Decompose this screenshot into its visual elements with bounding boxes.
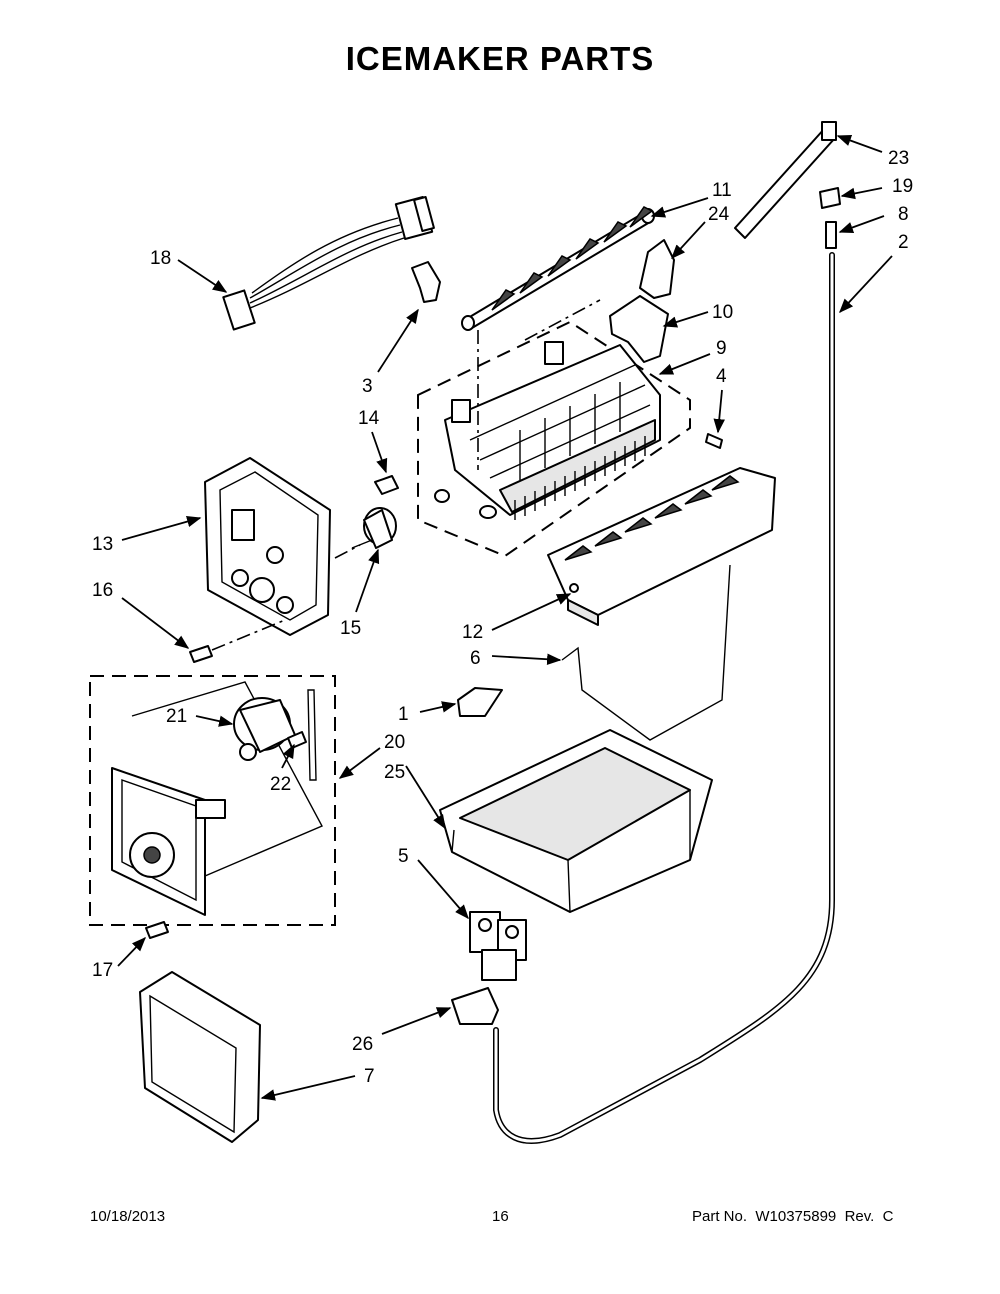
tube-insert (825, 221, 837, 249)
callout-11: 11 (712, 180, 732, 201)
thermostat (351, 507, 397, 549)
footer-date: 10/18/2013 (90, 1208, 166, 1225)
alignment-line (211, 619, 286, 651)
callout-19: 19 (892, 176, 913, 197)
leader-lines (117, 135, 893, 1101)
mold-assembly-boundary (417, 320, 691, 558)
callout-23: 23 (888, 148, 909, 169)
ice-mold (434, 341, 661, 520)
callout-17: 17 (92, 960, 113, 981)
alignment-line (524, 299, 601, 341)
callout-13: 13 (92, 534, 113, 555)
valve-bracket (451, 987, 499, 1025)
wire-harness (222, 195, 435, 331)
harness-clip (411, 261, 441, 303)
callout-18: 18 (150, 248, 171, 269)
callout-1: 1 (398, 704, 409, 725)
control-housing (204, 457, 331, 636)
callout-7: 7 (364, 1066, 375, 1087)
callout-20: 20 (384, 732, 405, 753)
mounting-bracket (609, 295, 669, 363)
alignment-line (334, 544, 361, 559)
callout-25: 25 (384, 762, 405, 783)
callout-4: 4 (716, 366, 727, 387)
page-title: ICEMAKER PARTS (345, 40, 655, 77)
water-valve (469, 911, 527, 981)
callout-6: 6 (470, 648, 481, 669)
mold-screw (705, 433, 723, 449)
thermostat-clip (374, 475, 399, 495)
callout-8: 8 (898, 204, 909, 225)
housing-screw (189, 645, 213, 663)
footer-part-number: Part No. W10375899 Rev. C (692, 1208, 894, 1225)
shutoff-arm (561, 564, 731, 741)
callout-labels: 18 3 14 13 16 15 21 22 20 25 5 17 26 7 1… (92, 148, 913, 1087)
module-screw (145, 921, 169, 939)
ice-bin (439, 729, 713, 913)
callout-12: 12 (462, 622, 483, 643)
callout-21: 21 (166, 706, 187, 727)
callout-10: 10 (712, 302, 733, 323)
footer-page-number: 16 (492, 1208, 509, 1225)
bearing-bracket (639, 239, 675, 299)
ejector-blade (461, 206, 655, 331)
callout-14: 14 (358, 408, 380, 429)
callout-15: 15 (340, 618, 361, 639)
grommet (819, 187, 841, 209)
cover (139, 971, 261, 1143)
callout-2: 2 (898, 232, 909, 253)
callout-9: 9 (716, 338, 727, 359)
callout-22: 22 (270, 774, 291, 795)
ice-stripper (547, 467, 776, 626)
water-tube-inner (494, 253, 834, 1143)
callout-24: 24 (708, 204, 730, 225)
callout-3: 3 (362, 376, 373, 397)
motor (233, 689, 317, 781)
module-plate (111, 767, 226, 916)
callout-26: 26 (352, 1034, 373, 1055)
fill-tube (734, 121, 837, 239)
callout-5: 5 (398, 846, 409, 867)
callout-16: 16 (92, 580, 113, 601)
control-module-boundary (89, 675, 336, 926)
arm-bracket (457, 687, 503, 717)
